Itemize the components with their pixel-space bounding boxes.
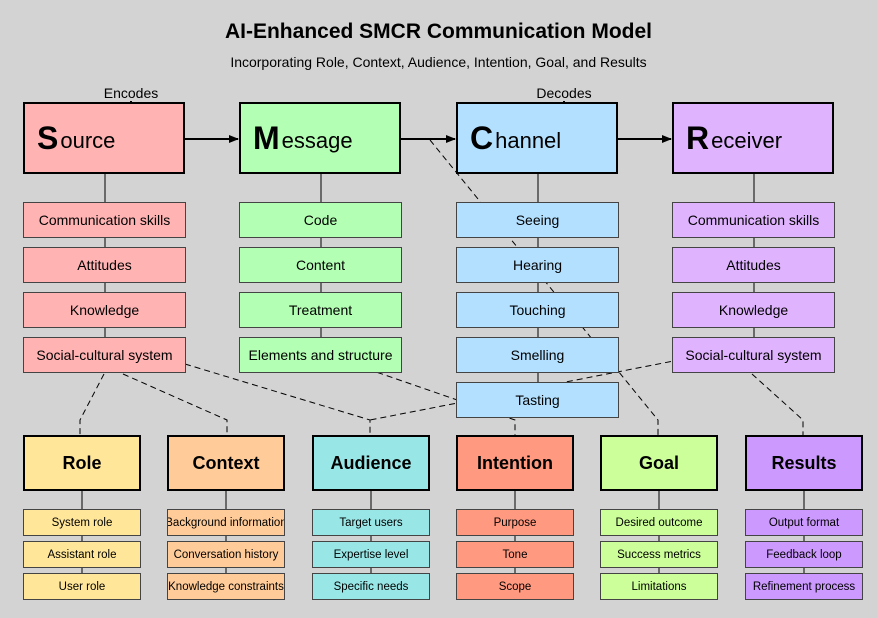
receiver-initial: R bbox=[686, 120, 710, 156]
dashed-relation-line bbox=[329, 355, 516, 435]
dashed-relation-line bbox=[122, 373, 228, 435]
decodes-label: Decodes bbox=[536, 85, 592, 101]
context-box: Context bbox=[167, 435, 285, 491]
receiver-attribute-box: Social-cultural system bbox=[672, 337, 835, 373]
context-item-box: Knowledge constraints bbox=[167, 573, 285, 600]
goal-item-box: Desired outcome bbox=[600, 509, 718, 536]
channel-attribute-box: Touching bbox=[456, 292, 619, 328]
message-attribute-box: Elements and structure bbox=[239, 337, 402, 373]
message-attribute-box: Treatment bbox=[239, 292, 402, 328]
channel-label: hannel bbox=[495, 128, 562, 153]
dashed-relation-line bbox=[79, 373, 105, 435]
source-attribute-box: Knowledge bbox=[23, 292, 186, 328]
results-item-box: Feedback loop bbox=[745, 541, 863, 568]
context-item-box: Background information bbox=[167, 509, 285, 536]
receiver-label: eceiver bbox=[711, 128, 783, 153]
goal-box: Goal bbox=[600, 435, 718, 491]
audience-item-box: Target users bbox=[312, 509, 430, 536]
message-attribute-box: Code bbox=[239, 202, 402, 238]
message-attribute-box: Content bbox=[239, 247, 402, 283]
dashed-relation-line bbox=[184, 363, 371, 435]
role-item-box: User role bbox=[23, 573, 141, 600]
dashed-connectors bbox=[79, 139, 804, 435]
intention-item-box: Scope bbox=[456, 573, 574, 600]
diagram-subtitle: Incorporating Role, Context, Audience, I… bbox=[230, 54, 647, 70]
source-initial: S bbox=[37, 120, 59, 156]
audience-box: Audience bbox=[312, 435, 430, 491]
message-label: essage bbox=[281, 128, 353, 153]
channel-attribute-box: Seeing bbox=[456, 202, 619, 238]
role-item-box: System role bbox=[23, 509, 141, 536]
goal-item-box: Limitations bbox=[600, 573, 718, 600]
results-item-box: Refinement process bbox=[745, 573, 863, 600]
role-item-box: Assistant role bbox=[23, 541, 141, 568]
audience-item-box: Specific needs bbox=[312, 573, 430, 600]
results-box: Results bbox=[745, 435, 863, 491]
goal-item-box: Success metrics bbox=[600, 541, 718, 568]
channel-initial: C bbox=[470, 120, 494, 156]
audience-item-box: Expertise level bbox=[312, 541, 430, 568]
receiver-attribute-box: Attitudes bbox=[672, 247, 835, 283]
channel-attribute-box: Smelling bbox=[456, 337, 619, 373]
source-attribute-box: Attitudes bbox=[23, 247, 186, 283]
diagram-title: AI-Enhanced SMCR Communication Model bbox=[224, 20, 652, 43]
dashed-relation-line bbox=[751, 373, 804, 435]
receiver-attribute-box: Knowledge bbox=[672, 292, 835, 328]
channel-attribute-box: Hearing bbox=[456, 247, 619, 283]
source-attribute-box: Social-cultural system bbox=[23, 337, 186, 373]
context-item-box: Conversation history bbox=[167, 541, 285, 568]
results-item-box: Output format bbox=[745, 509, 863, 536]
channel-attribute-box: Tasting bbox=[456, 382, 619, 418]
receiver-attribute-box: Communication skills bbox=[672, 202, 835, 238]
source-label: ource bbox=[60, 128, 116, 153]
source-attribute-box: Communication skills bbox=[23, 202, 186, 238]
intention-box: Intention bbox=[456, 435, 574, 491]
encodes-label: Encodes bbox=[103, 85, 159, 101]
message-initial: M bbox=[253, 120, 280, 156]
role-box: Role bbox=[23, 435, 141, 491]
intention-item-box: Tone bbox=[456, 541, 574, 568]
intention-item-box: Purpose bbox=[456, 509, 574, 536]
